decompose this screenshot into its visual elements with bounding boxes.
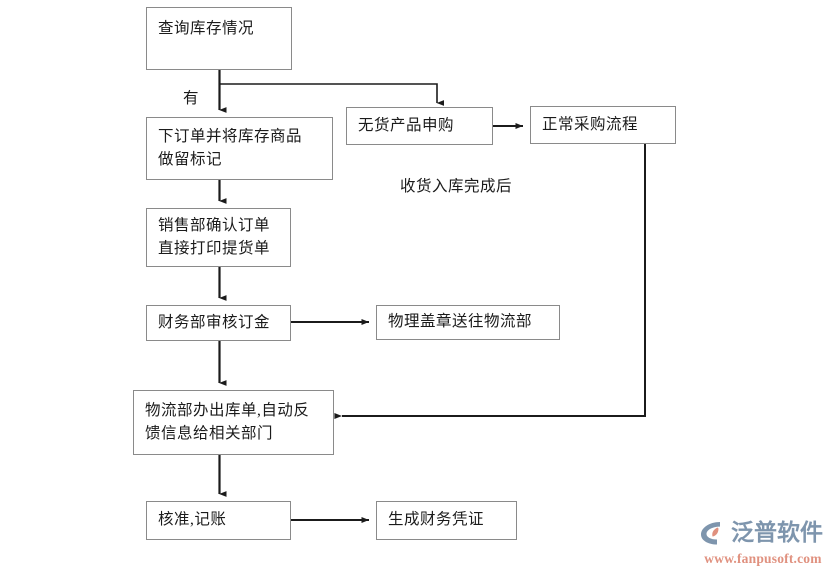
- node-place-order-line-1: 下订单并将库存商品: [158, 128, 303, 146]
- node-sales-confirm-line-2: 直接打印提货单: [158, 239, 271, 257]
- fanpu-logo-icon: [697, 518, 727, 548]
- node-finance-voucher-line-1: 生成财务凭证: [388, 511, 485, 529]
- node-check-stock[interactable]: 查询库存情况: [146, 7, 292, 70]
- node-sales-confirm-line-1: 销售部确认订单: [158, 217, 271, 235]
- watermark-logo: 泛普软件 www.fanpusoft.com: [697, 518, 829, 570]
- node-logistics-note-line-2: 馈信息给相关部门: [145, 424, 274, 442]
- node-approve-record[interactable]: 核准,记账: [146, 501, 291, 540]
- node-normal-purchase-line-1: 正常采购流程: [542, 115, 639, 133]
- watermark-brand-row: 泛普软件: [697, 518, 829, 548]
- node-finance-audit[interactable]: 财务部审核订金: [146, 305, 291, 341]
- node-sales-confirm[interactable]: 销售部确认订单 直接打印提货单: [146, 208, 291, 267]
- node-place-order[interactable]: 下订单并将库存商品 做留标记: [146, 117, 333, 180]
- node-finance-audit-line-1: 财务部审核订金: [158, 313, 271, 331]
- node-check-stock-line-1: 查询库存情况: [158, 20, 255, 37]
- edge-label-after-receipt: 收货入库完成后: [400, 178, 513, 195]
- node-logistics-note[interactable]: 物流部办出库单,自动反 馈信息给相关部门: [133, 390, 334, 455]
- node-stamp-logistics-line-1: 物理盖章送往物流部: [388, 313, 533, 331]
- node-logistics-note-line-1: 物流部办出库单,自动反: [145, 402, 310, 420]
- node-finance-voucher[interactable]: 生成财务凭证: [376, 501, 517, 540]
- node-approve-record-line-1: 核准,记账: [158, 511, 227, 529]
- node-no-stock-apply-line-1: 无货产品申购: [358, 116, 455, 134]
- edge-check-stock-to-no-stock: [219, 83, 445, 106]
- node-normal-purchase[interactable]: 正常采购流程: [530, 106, 676, 144]
- watermark-brand-text: 泛普软件: [731, 519, 823, 546]
- node-no-stock-apply[interactable]: 无货产品申购: [346, 107, 493, 145]
- watermark-url-text: www.fanpusoft.com: [704, 551, 822, 566]
- node-place-order-line-2: 做留标记: [158, 150, 223, 168]
- node-stamp-logistics[interactable]: 物理盖章送往物流部: [376, 305, 560, 340]
- edge-label-has-stock: 有: [183, 90, 200, 107]
